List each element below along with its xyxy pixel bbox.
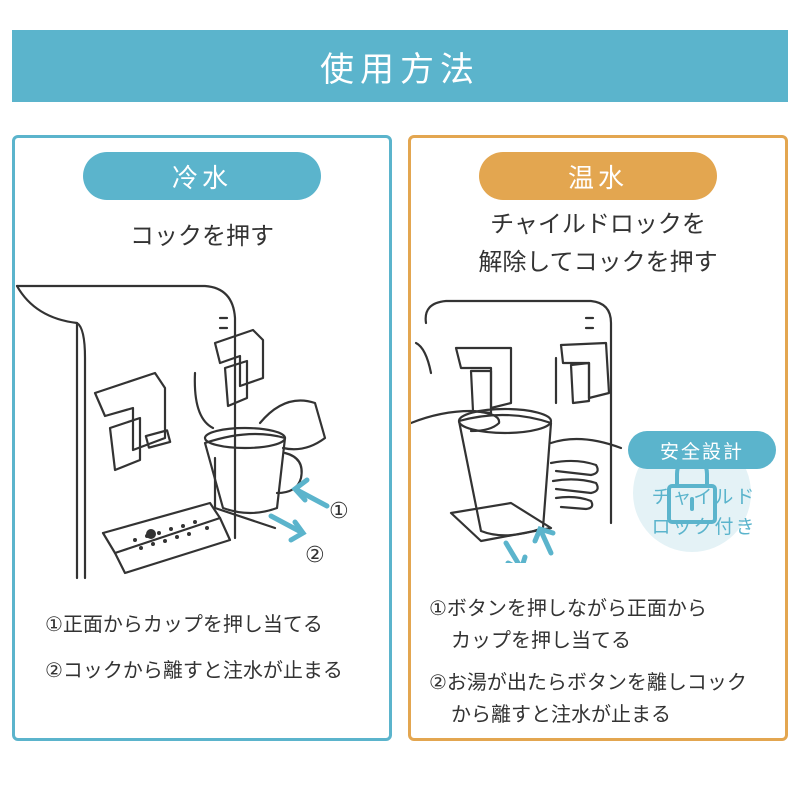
- hot-step-2-line-1: ②お湯が出たらボタンを離しコック: [429, 670, 747, 694]
- cold-step-2: ②コックから離すと注水が止まる: [45, 658, 343, 682]
- child-lock-line-1: チャイルド: [651, 486, 757, 508]
- cold-water-panel: 冷水 コックを押す: [12, 135, 392, 741]
- page-header: 使用方法: [12, 30, 788, 102]
- hot-dispenser-illustration: [411, 299, 623, 563]
- arrow-push-icon: [291, 477, 330, 509]
- hot-water-subtitle-line-1: チャイルドロックを: [490, 210, 706, 238]
- hot-water-panel: 温水 チャイルドロックを 解除してコックを押す: [408, 135, 788, 741]
- cold-dispenser-illustration: ① ②: [15, 284, 349, 580]
- cold-step-1: ①正面からカップを押し当てる: [45, 612, 323, 636]
- child-lock-line-2: ロック付き: [651, 516, 757, 538]
- hot-water-label: 温水: [479, 152, 717, 200]
- cold-steps-list: ①正面からカップを押し当てる ②コックから離すと注水が止まる: [45, 608, 379, 686]
- cold-water-label: 冷水: [83, 152, 321, 200]
- page-title: 使用方法: [320, 49, 480, 90]
- child-lock-note: チャイルド ロック付き: [629, 482, 779, 542]
- cold-water-subtitle: コックを押す: [130, 222, 274, 250]
- hot-water-subtitle-line-2: 解除してコックを押す: [478, 248, 718, 276]
- hot-step-1-line-1: ①ボタンを押しながら正面から: [429, 596, 707, 620]
- cold-marker-2: ②: [305, 543, 325, 568]
- safety-design-badge: 安全設計: [628, 431, 776, 469]
- hot-step-1-line-2: カップを押し当てる: [451, 628, 631, 652]
- hot-steps-list: ①ボタンを押しながら正面から カップを押し当てる ②お湯が出たらボタンを離しコッ…: [429, 592, 775, 730]
- arrow-release-icon: [268, 513, 307, 543]
- cold-marker-1: ①: [329, 499, 349, 524]
- hot-step-2-line-2: から離すと注水が止まる: [451, 702, 671, 726]
